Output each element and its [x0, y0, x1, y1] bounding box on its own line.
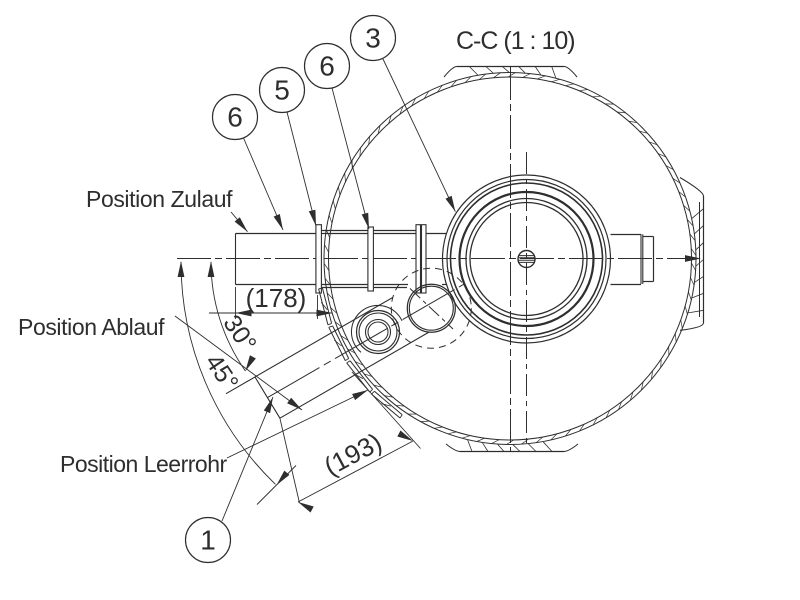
svg-text:6: 6 — [319, 51, 335, 82]
svg-text:(178): (178) — [246, 283, 307, 313]
svg-text:5: 5 — [274, 75, 290, 106]
svg-text:C-C (1 : 10): C-C (1 : 10) — [456, 27, 575, 55]
svg-text:1: 1 — [200, 525, 216, 556]
svg-text:Position Zulauf: Position Zulauf — [86, 186, 233, 212]
svg-text:Position Leerrohr: Position Leerrohr — [60, 451, 227, 477]
svg-text:3: 3 — [365, 23, 381, 54]
svg-text:6: 6 — [227, 102, 243, 133]
svg-text:Position Ablauf: Position Ablauf — [18, 314, 165, 340]
